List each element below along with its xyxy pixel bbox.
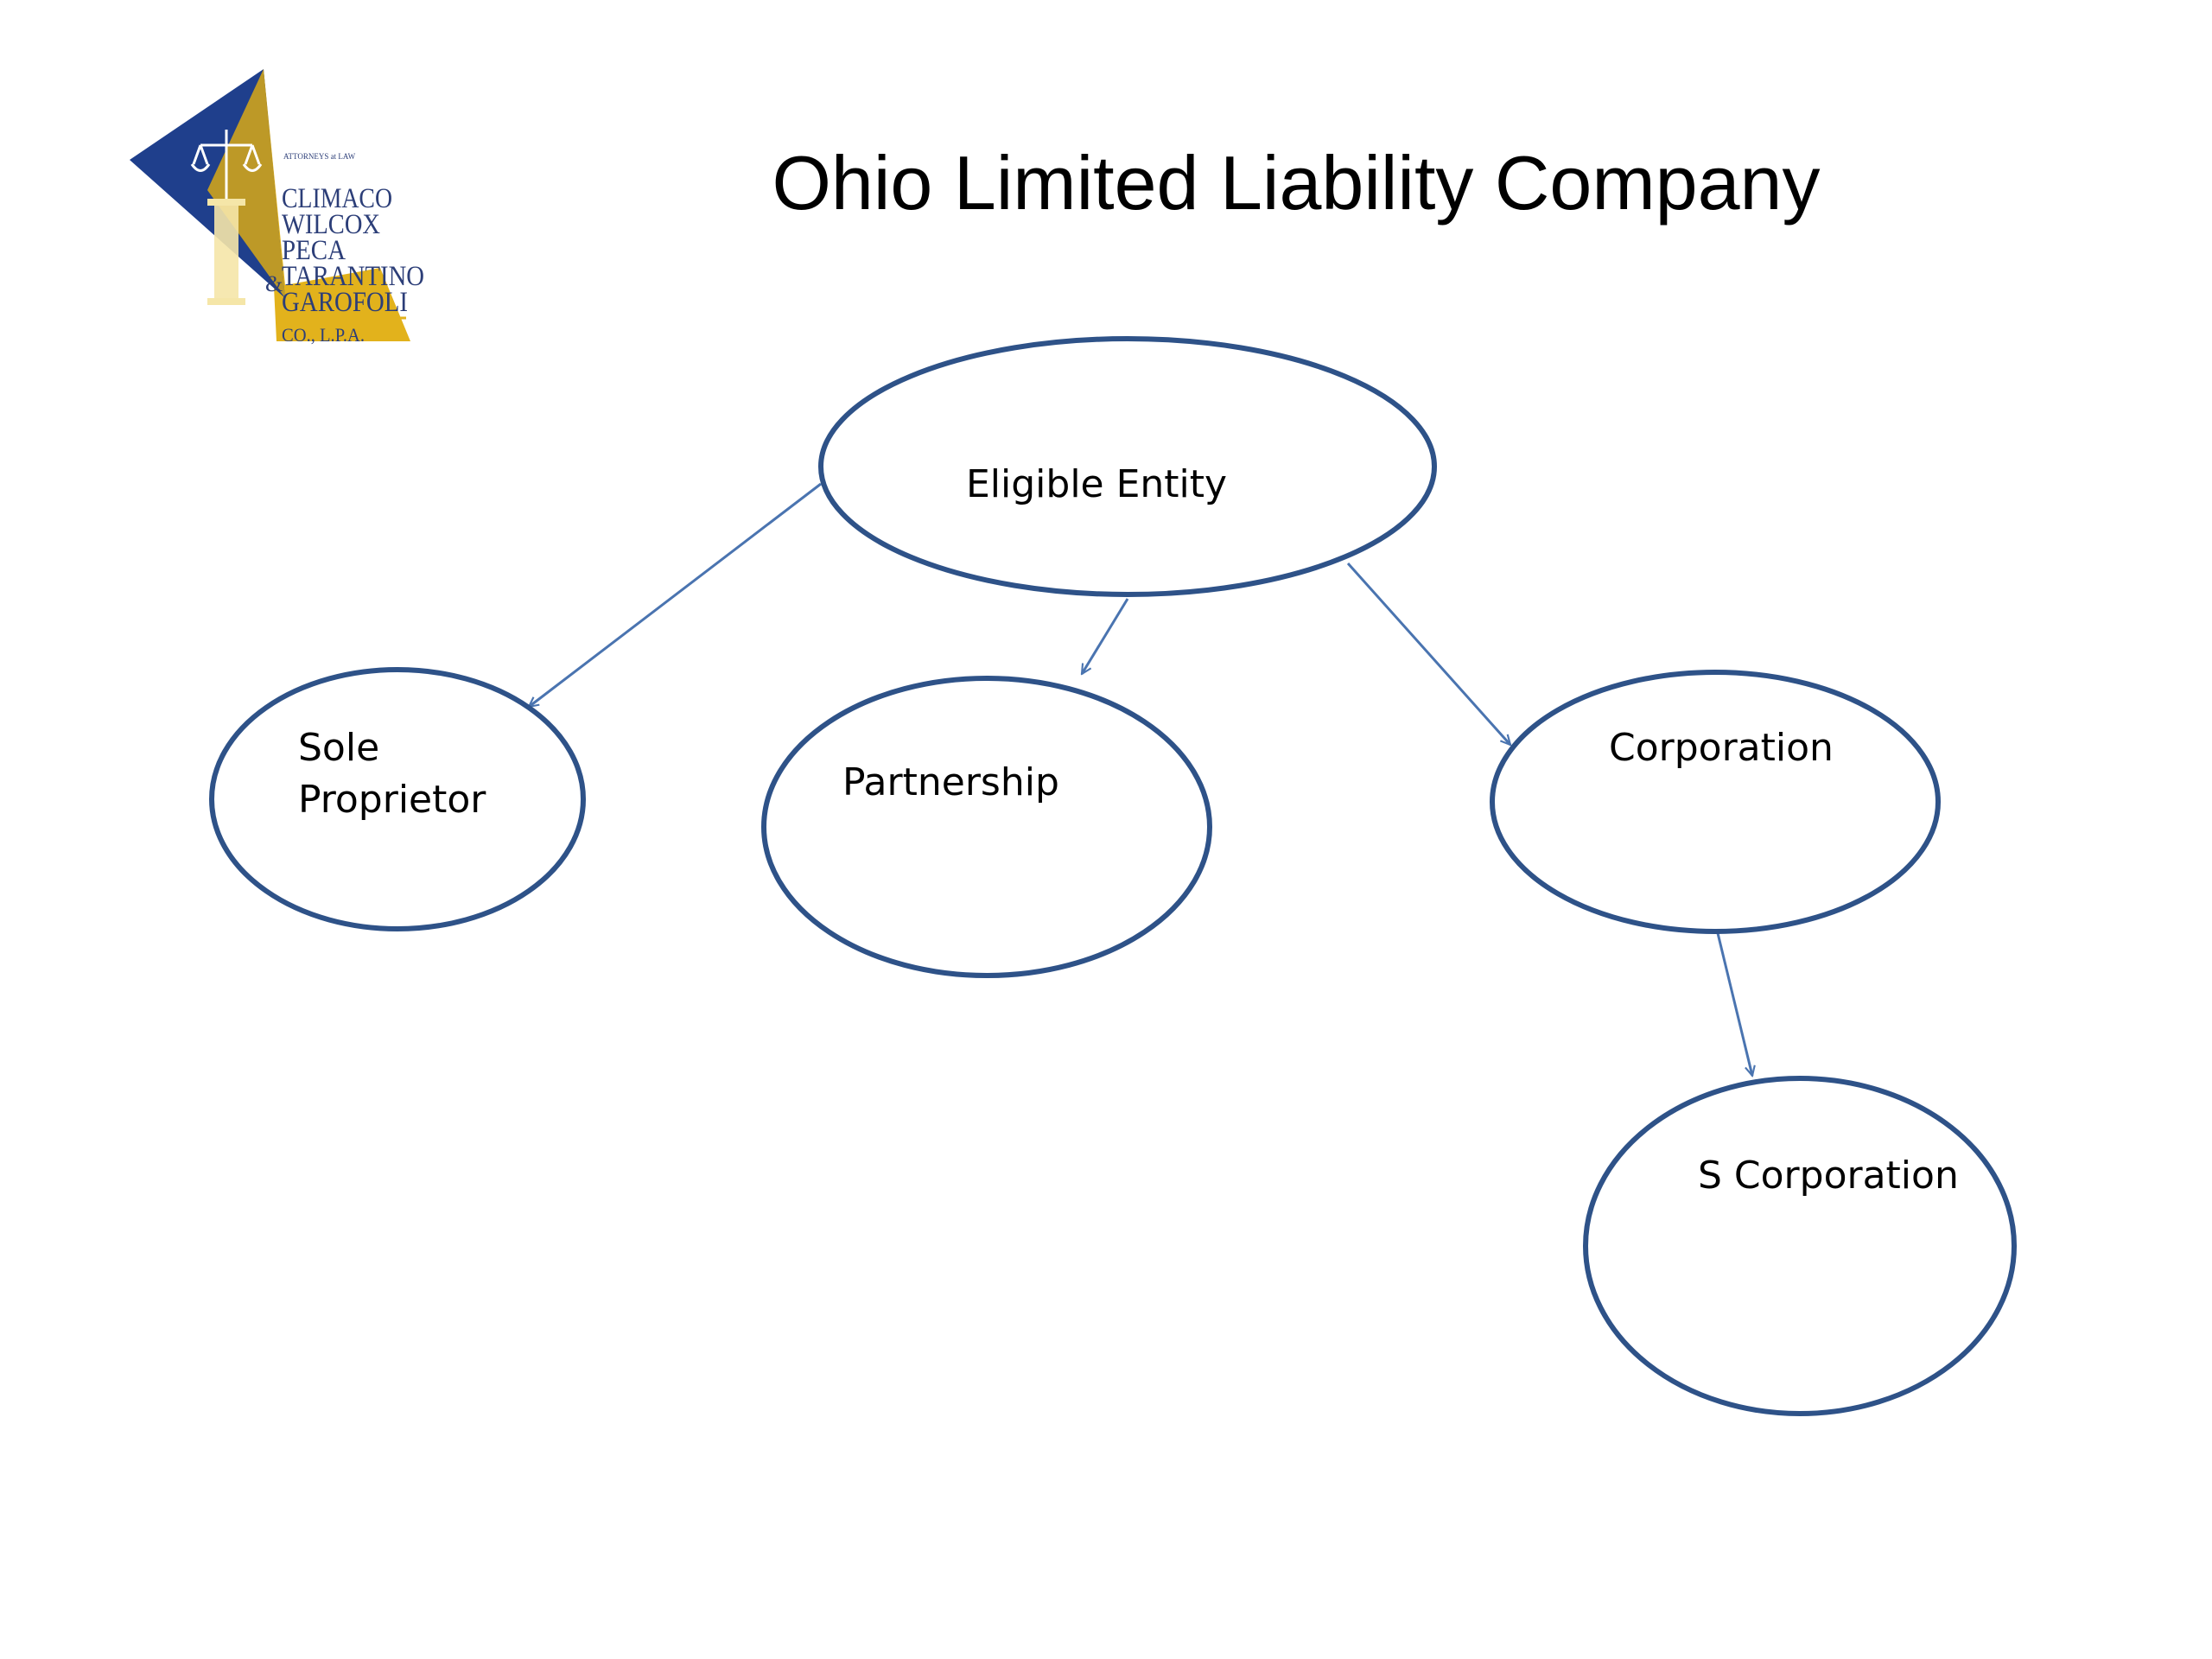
node-sole-ellipse: [209, 667, 586, 931]
node-corporation: Corporation: [1490, 670, 1941, 934]
logo-tagline: ATTORNEYS at LAW: [283, 152, 356, 161]
logo-gold-rays: [207, 69, 285, 298]
node-sole-label: Sole: [298, 726, 379, 770]
node-sole-label: Proprietor: [298, 778, 486, 822]
logo-name-4: TARANTINO: [282, 261, 424, 292]
node-partnership: Partnership: [761, 676, 1212, 978]
logo-ampersand: &: [265, 271, 283, 296]
arrow-eligible-to-corporation: [1346, 562, 1510, 745]
arrow-corporation-to-scorp: [1716, 932, 1752, 1076]
logo-name-5: GAROFOLI: [282, 287, 408, 318]
column-icon: [207, 199, 245, 305]
arrow-eligible-to-partnership: [1080, 598, 1129, 674]
node-corporation-label: Corporation: [1609, 726, 1834, 770]
logo-suffix: CO., L.P.A.: [282, 324, 365, 346]
firm-logo: ATTORNEYS at LAW CLIMACO WILCOX PECA & T…: [130, 69, 424, 346]
logo-name-2: WILCOX: [282, 209, 380, 240]
node-eligible-label: Eligible Entity: [966, 462, 1227, 506]
node-partnership-label: Partnership: [842, 760, 1059, 804]
node-scorp-label: S Corporation: [1698, 1154, 1959, 1198]
logo-name-1: CLIMACO: [282, 183, 392, 214]
node-eligible: Eligible Entity: [818, 336, 1437, 597]
logo-name-3: PECA: [282, 235, 346, 266]
logo-gold-shape: [264, 69, 410, 341]
node-scorp-ellipse: [1583, 1076, 2017, 1416]
node-partnership-ellipse: [761, 676, 1212, 978]
node-corporation-ellipse: [1490, 670, 1941, 934]
scales-of-justice-icon: [190, 130, 263, 203]
arrow-eligible-to-sole: [529, 482, 822, 707]
diagram-edges: [529, 482, 1752, 1076]
slide-title: Ohio Limited Liability Company: [772, 140, 1820, 226]
node-scorp: S Corporation: [1583, 1076, 2017, 1416]
node-eligible-ellipse: [818, 336, 1437, 597]
